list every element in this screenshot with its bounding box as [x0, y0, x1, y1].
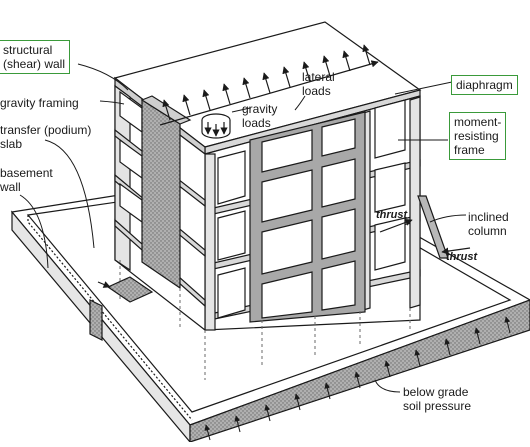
label-structural-wall: structural (shear) wall: [0, 40, 71, 74]
label-lateral-loads: lateral loads: [302, 70, 335, 98]
label-moment-frame-line2: resisting: [454, 129, 499, 143]
label-soil-pressure: below grade soil pressure: [403, 385, 471, 413]
label-gravity-loads-line1: gravity: [242, 102, 278, 116]
label-thrust-top: thrust: [376, 209, 408, 221]
label-moment-frame: moment- resisting frame: [449, 112, 507, 160]
soil-pressure-arrows: [204, 316, 511, 441]
label-basement-wall-line1: basement: [0, 166, 53, 180]
label-transfer-slab-line2: slab: [0, 137, 23, 151]
label-inclined-column-line1: inclined: [468, 210, 509, 224]
label-gravity-framing: gravity framing: [0, 96, 79, 110]
leader-lines: [19, 63, 467, 393]
label-gravity-loads: gravity loads: [242, 102, 277, 130]
label-thrust-bottom: thrust: [446, 251, 478, 263]
inclined-column: [379, 195, 471, 259]
gravity-load-symbol: [201, 113, 231, 139]
label-basement-wall-line2: wall: [0, 180, 21, 194]
building: [113, 21, 422, 332]
label-structural-wall-line2: (shear) wall: [3, 57, 66, 71]
label-transfer-slab: transfer (podium) slab: [0, 123, 91, 151]
label-structural-wall-line1: structural: [3, 43, 53, 57]
label-soil-pressure-line1: below grade: [403, 385, 469, 399]
foundation-dashes: [119, 260, 411, 380]
label-soil-pressure-line2: soil pressure: [403, 399, 472, 413]
label-gravity-loads-line2: loads: [242, 116, 271, 130]
label-moment-frame-line1: moment-: [454, 115, 502, 129]
label-diaphragm: diaphragm: [451, 75, 518, 95]
label-lateral-loads-line2: loads: [302, 84, 331, 98]
label-moment-frame-line3: frame: [454, 143, 485, 157]
label-basement-wall: basement wall: [0, 166, 53, 194]
label-inclined-column: inclined column: [468, 210, 509, 238]
label-lateral-loads-line1: lateral: [302, 70, 335, 84]
transfer-slab-symbol: [89, 276, 154, 341]
label-transfer-slab-line1: transfer (podium): [0, 123, 92, 137]
lateral-load-arrows: [159, 44, 379, 126]
label-inclined-column-line2: column: [468, 224, 507, 238]
